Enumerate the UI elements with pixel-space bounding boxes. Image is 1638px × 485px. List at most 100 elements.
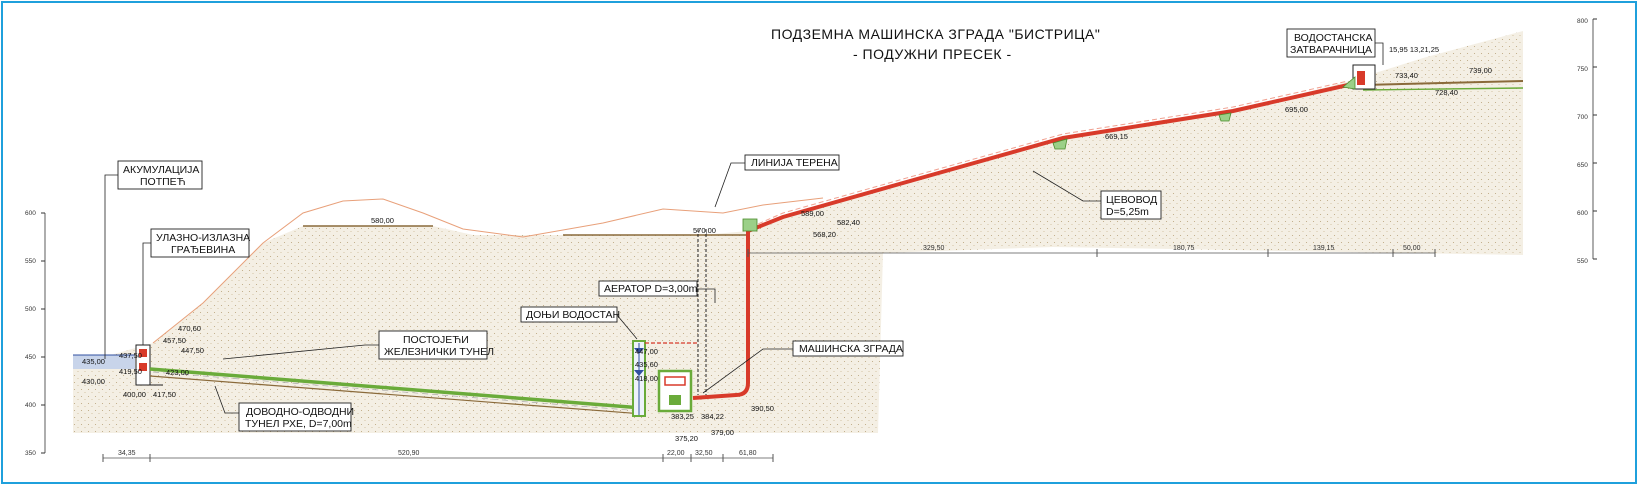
elev-457-50: 457,50: [163, 336, 186, 345]
anchor-block-3: [1218, 112, 1232, 122]
elev-582-40: 582,40: [837, 218, 860, 227]
ground-line-top: [1362, 80, 1524, 86]
label-masinska: МАШИНСКА ЗГРАДА: [799, 343, 903, 355]
elev-390-50: 390,50: [751, 404, 774, 413]
aerator-shaft: [645, 229, 707, 395]
label-aerator: АЕРАТОР D=3,00m: [604, 283, 698, 295]
elev-733-40: 733,40: [1395, 71, 1418, 80]
anchor-block-2: [1052, 138, 1068, 150]
dim-180-75: 180,75: [1173, 245, 1195, 252]
dim-520-90: 520,90: [398, 450, 420, 457]
elev-470-60: 470,60: [178, 324, 201, 333]
label-vodostanska-1: ВОДОСТАНСКА: [1294, 32, 1372, 44]
right-tick-600: 600: [1577, 210, 1588, 217]
callout-cevovod: ЦЕВОВОД D=5,25m: [1032, 170, 1162, 220]
left-tick-600: 600: [25, 210, 36, 217]
elev-435-00: 435,00: [82, 357, 105, 366]
elev-384-22: 384,22: [701, 412, 724, 421]
elev-400-00: 400,00: [123, 390, 146, 399]
elev-top-small: 15,95 13,21,25: [1389, 45, 1439, 54]
title-line-2: - ПОДУЖНИ ПРЕСЕК -: [853, 46, 1012, 62]
callout-vodostanska: ВОДОСТАНСКА ЗАТВАРАЧНИЦА: [1286, 28, 1384, 65]
reservoir-water: [73, 355, 135, 369]
headrace-tunnel-invert: [149, 375, 644, 415]
elev-570-00: 570,00: [693, 226, 716, 235]
dim-32-50: 32,50: [695, 450, 713, 457]
penstock-outline: [750, 80, 1349, 228]
label-tunel-zel-1: ПОСТОЈЕЋИ: [403, 334, 469, 346]
right-tick-550: 550: [1577, 258, 1588, 265]
label-ulazno-2: ГРАЂЕВИНА: [171, 244, 235, 256]
left-tick-500: 500: [25, 306, 36, 313]
gate-house: [1342, 64, 1376, 90]
left-tick-400: 400: [25, 402, 36, 409]
callout-masinska: МАШИНСКА ЗГРАДА: [702, 340, 904, 394]
elev-419-50: 419,50: [119, 367, 142, 376]
elev-379-00: 379,00: [711, 428, 734, 437]
elev-589-00: 589,00: [801, 209, 824, 218]
right-tick-750: 750: [1577, 66, 1588, 73]
callout-ulazno: УЛАЗНО-ИЗЛАЗНА ГРАЂЕВИНА: [142, 228, 250, 345]
callout-teren: ЛИНИЈА ТЕРЕНА: [714, 154, 840, 208]
callout-tunel-zel: ПОСТОЈЕЋИ ЖЕЛЕЗНИЧКИ ТУНЕЛ: [222, 330, 494, 360]
label-cevovod-1: ЦЕВОВОД: [1106, 194, 1157, 206]
elev-375-20: 375,20: [675, 434, 698, 443]
label-cevovod-2: D=5,25m: [1106, 206, 1149, 218]
elev-437-50: 437,50: [119, 351, 142, 360]
elev-447-50: 447,50: [181, 346, 204, 355]
label-akumulacija-1: АКУМУЛАЦИЈА: [123, 164, 199, 176]
left-tick-350: 350: [25, 450, 36, 457]
callout-dovodni: ДОВОДНО-ОДВОДНИ ТУНЕЛ РХЕ, D=7,00m: [214, 385, 354, 432]
label-akumulacija-2: ПОТПЕЋ: [140, 176, 186, 188]
dim-22-00: 22,00: [667, 450, 685, 457]
dim-50-00: 50,00: [1403, 245, 1421, 252]
label-vodostanska-2: ЗАТВАРАЧНИЦА: [1290, 44, 1372, 56]
elev-695-00: 695,00: [1285, 105, 1308, 114]
dim-329-50: 329,50: [923, 245, 945, 252]
elevation-markers: 435,00 430,00 437,50 419,50 400,00 417,5…: [82, 45, 1492, 443]
label-ulazno-1: УЛАЗНО-ИЗЛАЗНА: [156, 232, 250, 244]
callout-akumulacija: АКУМУЛАЦИЈА ПОТПЕЋ: [104, 160, 203, 359]
rock-mass: [73, 31, 1523, 433]
elev-423-00: 423,00: [166, 368, 189, 377]
dim-34-35: 34,35: [118, 450, 136, 457]
elev-418-00: 418,00: [635, 374, 658, 383]
label-dovodni-1: ДОВОДНО-ОДВОДНИ: [246, 406, 354, 418]
lower-surge-tank: [632, 340, 646, 417]
dim-139-15: 139,15: [1313, 245, 1335, 252]
right-tick-700: 700: [1577, 114, 1588, 121]
headrace-tunnel: [149, 367, 644, 410]
elev-435-60: 435,60: [635, 360, 658, 369]
bottom-dimension-chain: 34,35 520,90 22,00 32,50 61,80: [102, 450, 774, 462]
dim-61-80: 61,80: [739, 450, 757, 457]
terrain-line: [152, 197, 824, 344]
elev-739-00: 739,00: [1469, 66, 1492, 75]
label-dovodni-2: ТУНЕЛ РХЕ, D=7,00m: [245, 418, 352, 430]
callout-aerator: АЕРАТОР D=3,00m: [598, 280, 716, 303]
callout-donji-vodostan: ДОЊИ ВОДОСТАН: [520, 306, 638, 340]
left-tick-550: 550: [25, 258, 36, 265]
label-donji-vodostan: ДОЊИ ВОДОСТАН: [526, 309, 620, 321]
left-elevation-axis: 600 550 500 450 400 350: [25, 210, 46, 457]
powerhouse-cavern: [657, 369, 693, 413]
elev-430-00: 430,00: [82, 377, 105, 386]
elev-383-25: 383,25: [671, 412, 694, 421]
elev-417-50: 417,50: [153, 390, 176, 399]
right-tick-800: 800: [1577, 18, 1588, 25]
label-tunel-zel-2: ЖЕЛЕЗНИЧКИ ТУНЕЛ: [384, 346, 494, 358]
anchor-block-1: [742, 218, 758, 232]
label-teren: ЛИНИЈА ТЕРЕНА: [751, 157, 838, 169]
elev-447-00: 447,00: [635, 347, 658, 356]
longitudinal-section-drawing: 600 550 500 450 400 350 800 750 700 650 …: [25, 18, 1597, 462]
left-tick-450: 450: [25, 354, 36, 361]
title-line-1: ПОДЗЕМНА МАШИНСКА ЗГРАДА "БИСТРИЦА": [771, 26, 1100, 42]
top-dimension-chain: 329,50 180,75 139,15 50,00: [747, 245, 1436, 257]
elev-580-00: 580,00: [371, 216, 394, 225]
elev-568-20: 568,20: [813, 230, 836, 239]
headrace-tunnel-axis: [152, 371, 642, 412]
ground-line-top-green: [1362, 87, 1524, 91]
penstock-inclined: [747, 83, 1349, 233]
penstock-vertical: [692, 231, 750, 400]
right-tick-650: 650: [1577, 162, 1588, 169]
